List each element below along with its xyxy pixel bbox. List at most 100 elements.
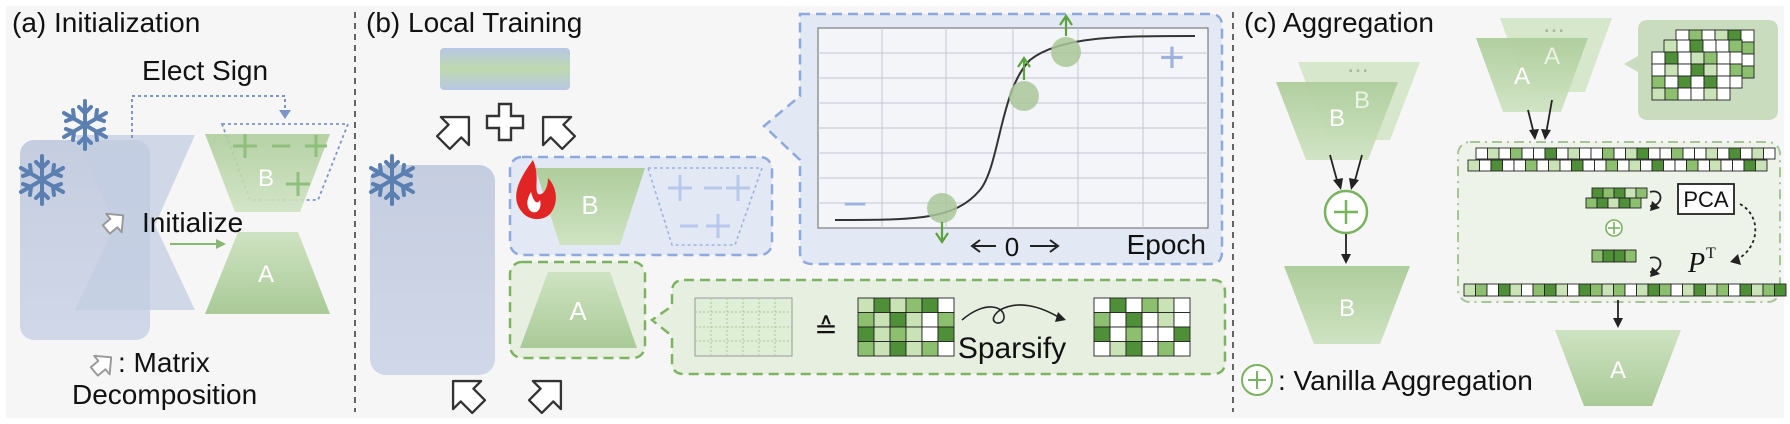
epoch-label: Epoch (1127, 229, 1206, 260)
matrix-cell (1762, 283, 1775, 297)
matrix-cell (1173, 297, 1191, 313)
matrix-cell (1690, 75, 1705, 89)
matrix-cell (1602, 187, 1615, 199)
matrix-cell (1728, 39, 1743, 53)
matrix-cell (1686, 159, 1699, 172)
matrix-cell (1141, 341, 1159, 357)
matrix-cell (1715, 39, 1730, 53)
legend-matrix-decomposition-line2: Decomposition (72, 379, 257, 410)
lora-a-matrix (205, 232, 330, 314)
matrix-cell (1728, 283, 1741, 297)
pca-components (1585, 187, 1648, 263)
matrix-cell (1659, 283, 1672, 297)
matrix-cell (1618, 197, 1631, 209)
matrix-cell (1728, 63, 1743, 77)
matrix-cell (1591, 249, 1604, 263)
matrix-cell (1659, 147, 1672, 160)
matrix-cell (1703, 75, 1718, 89)
matrix-cell (1578, 283, 1591, 297)
matrix-cell (921, 326, 939, 342)
aggregated-a-matrix (1555, 330, 1681, 406)
minus-sign-icon: − (843, 180, 868, 227)
matrix-cell (1613, 283, 1626, 297)
matrix-cell (1590, 283, 1603, 297)
matrix-cell (1509, 283, 1522, 297)
matrix-cell (1740, 41, 1755, 55)
matrix-cell (1677, 63, 1692, 77)
matrix-cell (1636, 283, 1649, 297)
arrow-head (1650, 267, 1660, 277)
matrix-cell (1689, 39, 1704, 53)
matrix-cell (1677, 75, 1692, 89)
matrix-cell (1716, 63, 1731, 77)
aggregated-b-matrix (1284, 266, 1410, 344)
matrix-cell (1624, 187, 1637, 199)
matrix-cell (1697, 159, 1710, 172)
matrix-cell (1486, 283, 1499, 297)
matrix-cell (1109, 297, 1127, 313)
matrix-cell (1636, 147, 1649, 160)
matrix-cell (1740, 29, 1755, 43)
approx-symbol: ≙ (814, 313, 837, 344)
matrix-cell (1740, 53, 1755, 67)
matrix-cell (1475, 147, 1488, 160)
circled-plus-icon (1323, 189, 1369, 235)
matrix-cell (1544, 283, 1557, 297)
matrix-cell (1173, 312, 1191, 328)
matrix-cell (1651, 75, 1666, 89)
aggregation-arrows (1329, 154, 1363, 185)
matrix-cell (1157, 312, 1175, 328)
a-label-back: A (1544, 43, 1560, 70)
matrix-cell (1613, 249, 1626, 263)
client-b-matrix-front (1276, 82, 1398, 160)
matrix-cell (1728, 147, 1741, 160)
matrix-cell (1521, 283, 1534, 297)
matrix-cell (1582, 159, 1595, 172)
matrix-cell (1693, 283, 1706, 297)
matrix-cell (1703, 63, 1718, 77)
matrix-cell (1651, 87, 1666, 101)
matrix-cell (1567, 147, 1580, 160)
matrix-cell (1596, 197, 1609, 209)
matrix-cell (1475, 283, 1488, 297)
matrix-cell (1651, 63, 1666, 77)
panel-initialization: (a) Initialization Elect Sign B A Initia… (12, 7, 350, 410)
b-label-back: B (1354, 87, 1370, 114)
matrix-cell (1674, 159, 1687, 172)
arrow-head (1341, 254, 1351, 264)
a-label: A (569, 296, 587, 326)
frozen-weight-matrix (370, 165, 495, 375)
matrix-cell (1709, 159, 1722, 172)
matrix-cell (1093, 297, 1111, 313)
matrix-cell (1125, 326, 1143, 342)
legend-matrix-decomposition-line1: : Matrix (118, 347, 210, 378)
panel-aggregation: (c) Aggregation ... B B B : Vanilla Aggr… (1241, 7, 1787, 406)
matrix-cell (1109, 326, 1127, 342)
matrix-cell (1463, 283, 1476, 297)
matrix-cell (1763, 147, 1776, 160)
matrix-cell (1141, 326, 1159, 342)
matrix-cell (1173, 341, 1191, 357)
hollow-arrow-icon (89, 354, 113, 377)
matrix-cell (905, 326, 923, 342)
matrix-cell (1705, 147, 1718, 160)
matrix-cell (1141, 297, 1159, 313)
matrix-cell (1093, 326, 1111, 342)
axis-direction-arrows (970, 239, 1060, 253)
matrix-cell (1629, 197, 1642, 209)
matrix-cell (1571, 159, 1584, 172)
b-label: B (1339, 295, 1355, 322)
matrix-cell (1479, 159, 1492, 172)
matrix-cell (857, 341, 875, 357)
matrix-cell (1590, 147, 1603, 160)
matrix-cell (1613, 147, 1626, 160)
matrix-cell (1703, 87, 1718, 101)
sign-pattern (668, 175, 750, 238)
matrix-cell (1677, 51, 1692, 65)
matrix-cell (937, 341, 955, 357)
matrix-cell (1664, 87, 1679, 101)
b-label: B (581, 190, 598, 220)
lora-b-matrix (535, 168, 645, 245)
matrix-cell (1751, 147, 1764, 160)
